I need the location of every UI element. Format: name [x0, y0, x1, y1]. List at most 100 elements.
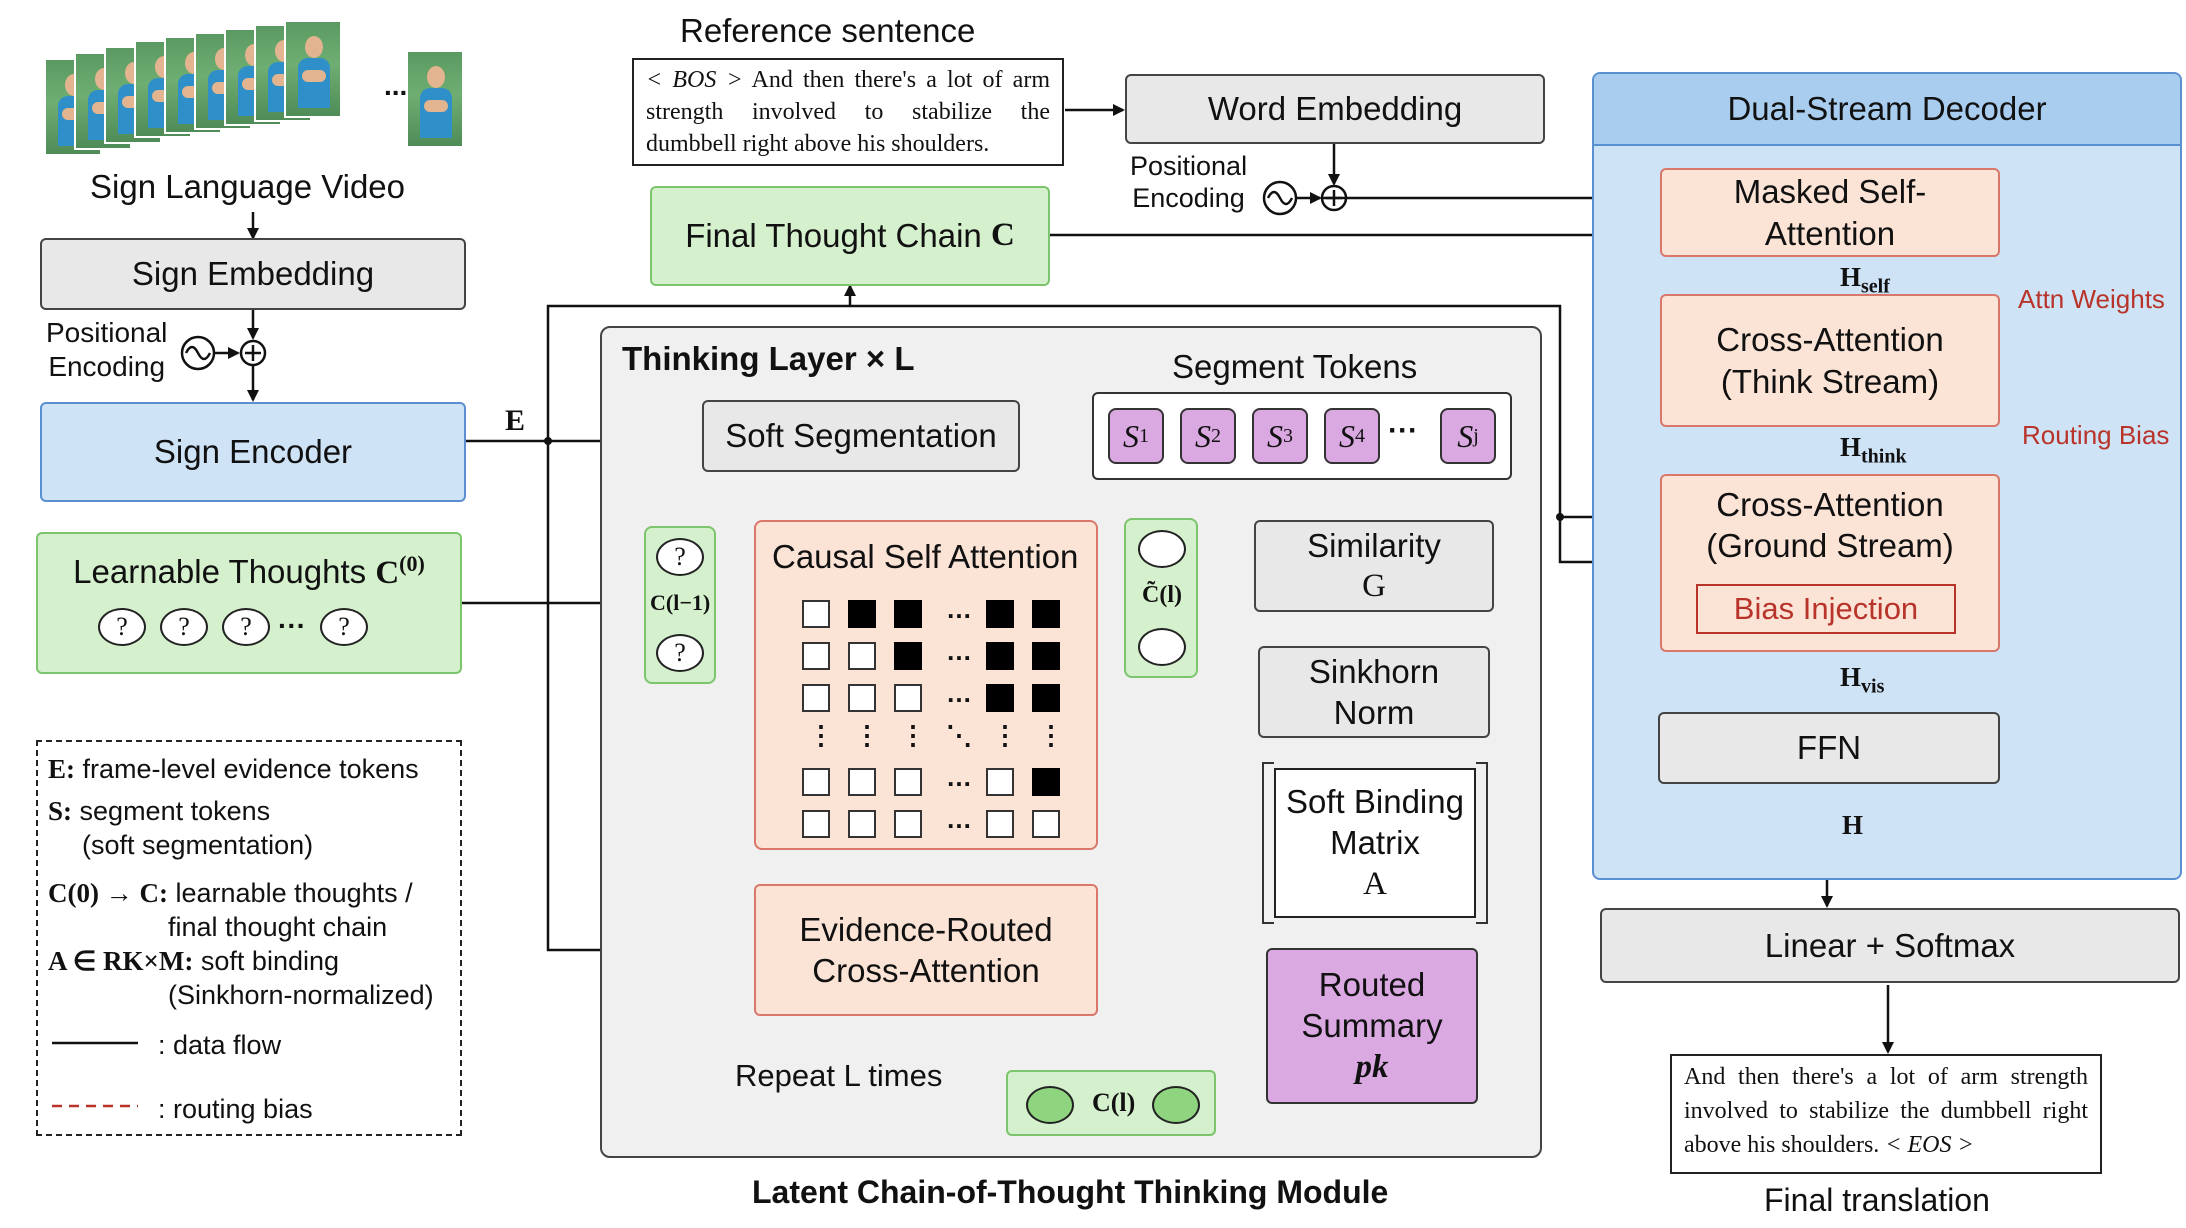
- thought-bubble-icon: [1152, 1086, 1200, 1124]
- legend-a-text1: soft binding: [200, 946, 340, 976]
- causal-mask-matrix: ………⋮⋮⋮⋱⋮⋮……: [802, 594, 1064, 838]
- mask-cell: [1032, 684, 1060, 712]
- routed-line1: Routed: [1318, 966, 1426, 1004]
- cross-attention-think-box: Cross-Attention (Think Stream): [1660, 294, 2000, 427]
- legend-e-key: E:: [48, 754, 75, 784]
- sign-video-frames: ...: [44, 20, 474, 160]
- binding-line1: Soft Binding: [1286, 783, 1464, 821]
- h-self-label: Hself: [1840, 262, 1890, 298]
- final-translation-caption: Final translation: [1764, 1182, 1990, 1218]
- legend: E: frame-level evidence tokens S: segmen…: [36, 740, 462, 1136]
- thinking-layer-title: Thinking Layer × L: [622, 340, 915, 377]
- thought-bubble-icon: [1026, 1086, 1074, 1124]
- c-prev-box: ? C(l−1) ?: [644, 526, 716, 684]
- h-self-sub: self: [1861, 275, 1890, 298]
- word-embedding-box: Word Embedding: [1125, 74, 1545, 144]
- mask-cell: [848, 768, 876, 796]
- mask-cell: [848, 684, 876, 712]
- mask-cell: [1032, 642, 1060, 670]
- masked-line1: Masked Self-: [1733, 173, 1927, 211]
- soft-binding-matrix-box: Soft Binding Matrix A: [1274, 768, 1476, 918]
- routed-line2: Summary: [1301, 1007, 1443, 1045]
- mask-ellipsis: …: [946, 594, 972, 624]
- mask-cell: [894, 642, 922, 670]
- mask-cell: [986, 684, 1014, 712]
- soft-segmentation-box: Soft Segmentation: [702, 400, 1020, 472]
- legend-s-text2: (soft segmentation): [82, 830, 314, 860]
- causal-self-attention-box: Causal Self Attention ………⋮⋮⋮⋱⋮⋮……: [754, 520, 1098, 850]
- c-tilde-box: C̃(l): [1124, 518, 1198, 678]
- mask-cell: [986, 768, 1014, 796]
- h-vis-label: Hvis: [1840, 662, 1885, 698]
- c-prev-label: C(l−1): [650, 590, 711, 615]
- module-title: Latent Chain-of-Thought Thinking Module: [752, 1174, 1389, 1210]
- mask-cell: [1032, 600, 1060, 628]
- legend-a-key: A ∈ RK×M:: [48, 946, 194, 976]
- routing-bias-label: Routing Bias: [2022, 420, 2170, 450]
- legend-c-text1: learnable thoughts /: [175, 878, 413, 908]
- mask-cell: [802, 768, 830, 796]
- thought-bubble-icon: ?: [222, 608, 270, 646]
- mask-ellipsis: ⋮: [992, 720, 1018, 750]
- mask-cell: [1032, 810, 1060, 838]
- binding-line2: Matrix: [1330, 824, 1420, 862]
- mask-ellipsis: ⋮: [1038, 720, 1064, 750]
- mask-ellipsis: ⋮: [900, 720, 926, 750]
- binding-line3: A: [1363, 865, 1387, 902]
- mask-cell: [986, 810, 1014, 838]
- thought-bubble-icon: ?: [98, 608, 146, 646]
- bias-injection-box: Bias Injection: [1696, 584, 1956, 634]
- segment-ellipsis: ···: [1388, 414, 1418, 447]
- pos-enc-right-line1: Positional: [1130, 151, 1248, 181]
- mask-ellipsis: ⋮: [854, 720, 880, 750]
- thought-bubble-icon: ?: [656, 538, 704, 576]
- legend-solid-text: : data flow: [158, 1030, 282, 1060]
- pos-enc-left-line2: Encoding: [48, 351, 166, 382]
- evidence-routed-cross-attention-box: Evidence-Routed Cross-Attention: [754, 884, 1098, 1016]
- ground-line1: Cross-Attention: [1716, 486, 1944, 523]
- sign-embedding-box: Sign Embedding: [40, 238, 466, 310]
- final-thought-chain-box: Final Thought Chain C: [650, 186, 1050, 286]
- e-label: E: [505, 404, 526, 437]
- similarity-line2: G: [1362, 568, 1386, 604]
- learnable-thoughts-symbol: C: [375, 555, 400, 591]
- mask-cell: [986, 600, 1014, 628]
- sinkhorn-line1: Sinkhorn: [1308, 652, 1440, 690]
- legend-s-key: S:: [48, 796, 73, 826]
- evidence-line1: Evidence-Routed: [799, 910, 1053, 948]
- mask-cell: [894, 684, 922, 712]
- mask-cell: [894, 768, 922, 796]
- legend-c-text2: final thought chain: [168, 912, 388, 942]
- legend-s-text1: segment tokens: [79, 796, 271, 826]
- decoder-title: Dual-Stream Decoder: [1594, 74, 2180, 146]
- c-l-box: C(l): [1006, 1070, 1216, 1136]
- mask-cell: [848, 810, 876, 838]
- mask-cell: [986, 642, 1014, 670]
- mask-ellipsis: …: [946, 804, 972, 834]
- sinkhorn-line2: Norm: [1333, 694, 1415, 731]
- c-l-label: C(l): [1092, 1088, 1136, 1117]
- positional-encoding-left: Positional Encoding: [46, 316, 167, 384]
- mask-cell: [1032, 768, 1060, 796]
- thoughts-ellipsis: ···: [278, 610, 306, 641]
- mask-ellipsis: …: [946, 762, 972, 792]
- ffn-box: FFN: [1658, 712, 2000, 784]
- final-chain-label: Final Thought Chain: [685, 217, 982, 255]
- thought-bubble-icon: ?: [320, 608, 368, 646]
- output-eos: < EOS >: [1885, 1132, 1974, 1158]
- legend-dashed-text: : routing bias: [158, 1094, 313, 1124]
- think-line1: Cross-Attention: [1716, 321, 1944, 359]
- mask-cell: [848, 600, 876, 628]
- masked-line2: Attention: [1764, 214, 1896, 252]
- legend-e-text: frame-level evidence tokens: [82, 754, 419, 784]
- evidence-line2: Cross-Attention: [812, 952, 1040, 989]
- thought-bubble-icon: ?: [160, 608, 208, 646]
- mask-cell: [802, 642, 830, 670]
- mask-ellipsis: ⋮: [808, 720, 834, 750]
- routed-line3: pk: [1355, 1048, 1389, 1085]
- attn-weights-label: Attn Weights: [2018, 284, 2165, 314]
- legend-a-text2: (Sinkhorn-normalized): [168, 980, 434, 1010]
